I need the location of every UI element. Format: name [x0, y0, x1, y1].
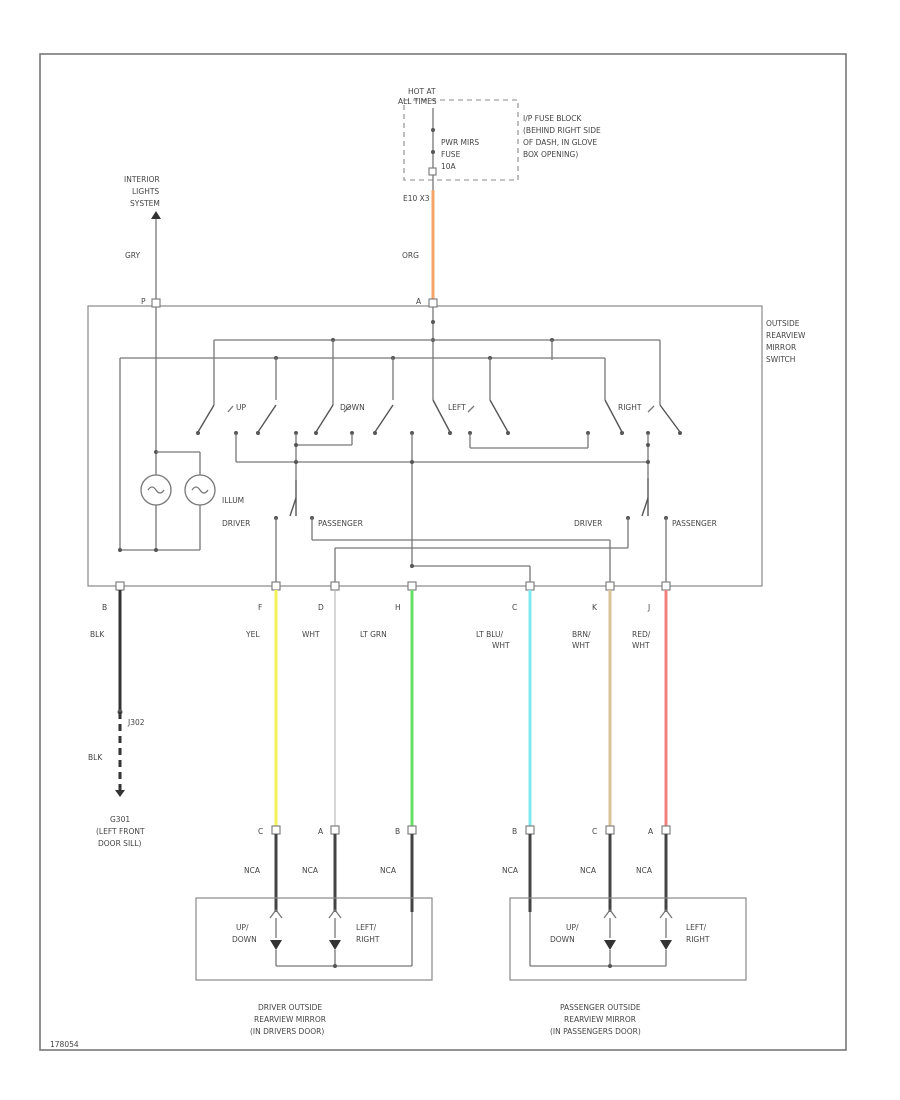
wire-6-color: RED/	[632, 630, 651, 639]
hot-at-label: HOT AT	[408, 87, 436, 96]
driver-mirror-name-3: (IN DRIVERS DOOR)	[250, 1027, 324, 1036]
passenger-nca-2: NCA	[580, 866, 597, 875]
driver-mirror-outline	[195, 897, 433, 981]
wire-3-color: LT GRN	[360, 630, 387, 639]
wire-5-color2: WHT	[572, 641, 590, 650]
selector-contacts	[274, 478, 668, 520]
fuse-rating-label: 10A	[441, 162, 457, 171]
driver-nca-3: NCA	[380, 866, 397, 875]
wire-5-color: BRN/	[572, 630, 591, 639]
passenger-mirror: B C A NCA NCA NCA UP/ DOWN LEFT/ RIGHT P…	[502, 825, 747, 1036]
driver-updown-2: DOWN	[232, 935, 257, 944]
passenger-leftright-2: RIGHT	[686, 935, 710, 944]
switch-right-label: RIGHT	[618, 403, 642, 412]
switch-left-label: LEFT	[448, 403, 466, 412]
switch-name-2: REARVIEW	[766, 331, 806, 340]
driver-mirror: C A B NCA NCA NCA UP/ DOWN LEFT/ RIGHT D…	[195, 825, 433, 1036]
wire-3-pin: H	[395, 603, 401, 612]
passenger-updown-1: UP/	[566, 923, 579, 932]
switch-down-label: DOWN	[340, 403, 365, 412]
mirror-switch-outline	[87, 305, 763, 587]
passenger-mirror-outline	[509, 897, 747, 981]
pin-p-label: P	[141, 297, 146, 306]
fuse-label: FUSE	[441, 150, 461, 159]
diagram-frame	[39, 53, 847, 1051]
figure-id: 178054	[50, 1040, 79, 1049]
wire-labels: B BLK F YEL D WHT H LT GRN C LT BLU/ WHT…	[90, 603, 651, 650]
driver-mirror-name-1: DRIVER OUTSIDE	[258, 1003, 322, 1012]
wire-4-color2: WHT	[492, 641, 510, 650]
driver-pin-3: B	[395, 827, 400, 836]
fuse-block-location-3: BOX OPENING)	[523, 150, 578, 159]
wire-4-color: LT BLU/	[476, 630, 504, 639]
driver-pin-1: C	[258, 827, 263, 836]
fuse-block-name: I/P FUSE BLOCK	[523, 114, 583, 123]
fuse-block: HOT AT ALL TIMES PWR MIRS FUSE 10A I/P F…	[398, 87, 601, 203]
passenger-mirror-name-3: (IN PASSENGERS DOOR)	[550, 1027, 641, 1036]
wire-0-pin: B	[102, 603, 107, 612]
switch-up-label: UP	[236, 403, 246, 412]
driver-mirror-name-2: REARVIEW MIRROR	[254, 1015, 326, 1024]
mirror-switch: OUTSIDE REARVIEW MIRROR SWITCH P A	[87, 297, 806, 587]
selector-driver-2: DRIVER	[574, 519, 602, 528]
illum-label: ILLUM	[222, 496, 244, 505]
wire-0-color: BLK	[90, 630, 105, 639]
passenger-pin-3: A	[648, 827, 654, 836]
wire-org-label: ORG	[402, 251, 419, 260]
switch-name-3: MIRROR	[766, 343, 796, 352]
ground-location-2: DOOR SILL)	[98, 839, 142, 848]
passenger-nca-3: NCA	[636, 866, 653, 875]
wire-6-color2: WHT	[632, 641, 650, 650]
interior-lights-line1: INTERIOR	[124, 175, 160, 184]
wire-gry-label: GRY	[125, 251, 141, 260]
wire-4-pin: C	[512, 603, 517, 612]
interior-lights: INTERIOR LIGHTS SYSTEM GRY	[124, 175, 161, 302]
passenger-nca-1: NCA	[502, 866, 519, 875]
selector-driver-1: DRIVER	[222, 519, 250, 528]
switch-contacts	[196, 399, 682, 435]
wire-1-color: YEL	[245, 630, 260, 639]
driver-pin-2: A	[318, 827, 324, 836]
fuse-name-label: PWR MIRS	[441, 138, 479, 147]
ground: J302 BLK G301 (LEFT FRONT DOOR SILL)	[88, 718, 145, 848]
ground-location-1: (LEFT FRONT	[96, 827, 145, 836]
driver-nca-1: NCA	[244, 866, 261, 875]
selector-passenger-2: PASSENGER	[672, 519, 717, 528]
passenger-pin-2: C	[592, 827, 597, 836]
fuse-block-outline	[403, 99, 519, 181]
fuse-block-location-2: OF DASH, IN GLOVE	[523, 138, 597, 147]
wire-2-pin: D	[318, 603, 324, 612]
ground-wire-label: BLK	[88, 753, 103, 762]
ground-splice-label: J302	[127, 718, 145, 727]
wire-harness	[115, 581, 671, 826]
all-times-label: ALL TIMES	[398, 97, 437, 106]
passenger-mirror-name-1: PASSENGER OUTSIDE	[560, 1003, 641, 1012]
switch-name-4: SWITCH	[766, 355, 795, 364]
pin-a-label: A	[416, 297, 422, 306]
switch-name-1: OUTSIDE	[766, 319, 800, 328]
interior-lights-line2: LIGHTS	[132, 187, 159, 196]
passenger-updown-2: DOWN	[550, 935, 575, 944]
interior-lights-line3: SYSTEM	[130, 199, 160, 208]
driver-nca-2: NCA	[302, 866, 319, 875]
wire-5-pin: K	[592, 603, 598, 612]
passenger-leftright-1: LEFT/	[686, 923, 707, 932]
passenger-mirror-name-2: REARVIEW MIRROR	[564, 1015, 636, 1024]
driver-updown-1: UP/	[236, 923, 249, 932]
interior-lights-arrow	[151, 211, 161, 219]
selector-passenger-1: PASSENGER	[318, 519, 363, 528]
wire-6-pin: J	[647, 603, 650, 612]
fuse-block-location-1: (BEHIND RIGHT SIDE	[523, 126, 601, 135]
passenger-pin-1: B	[512, 827, 517, 836]
fuse-connector-label: E10 X3	[403, 194, 430, 203]
wire-2-color: WHT	[302, 630, 320, 639]
wire-1-pin: F	[258, 603, 262, 612]
driver-leftright-2: RIGHT	[356, 935, 380, 944]
illum-lamps	[118, 307, 216, 552]
ground-name: G301	[110, 815, 130, 824]
driver-leftright-1: LEFT/	[356, 923, 377, 932]
